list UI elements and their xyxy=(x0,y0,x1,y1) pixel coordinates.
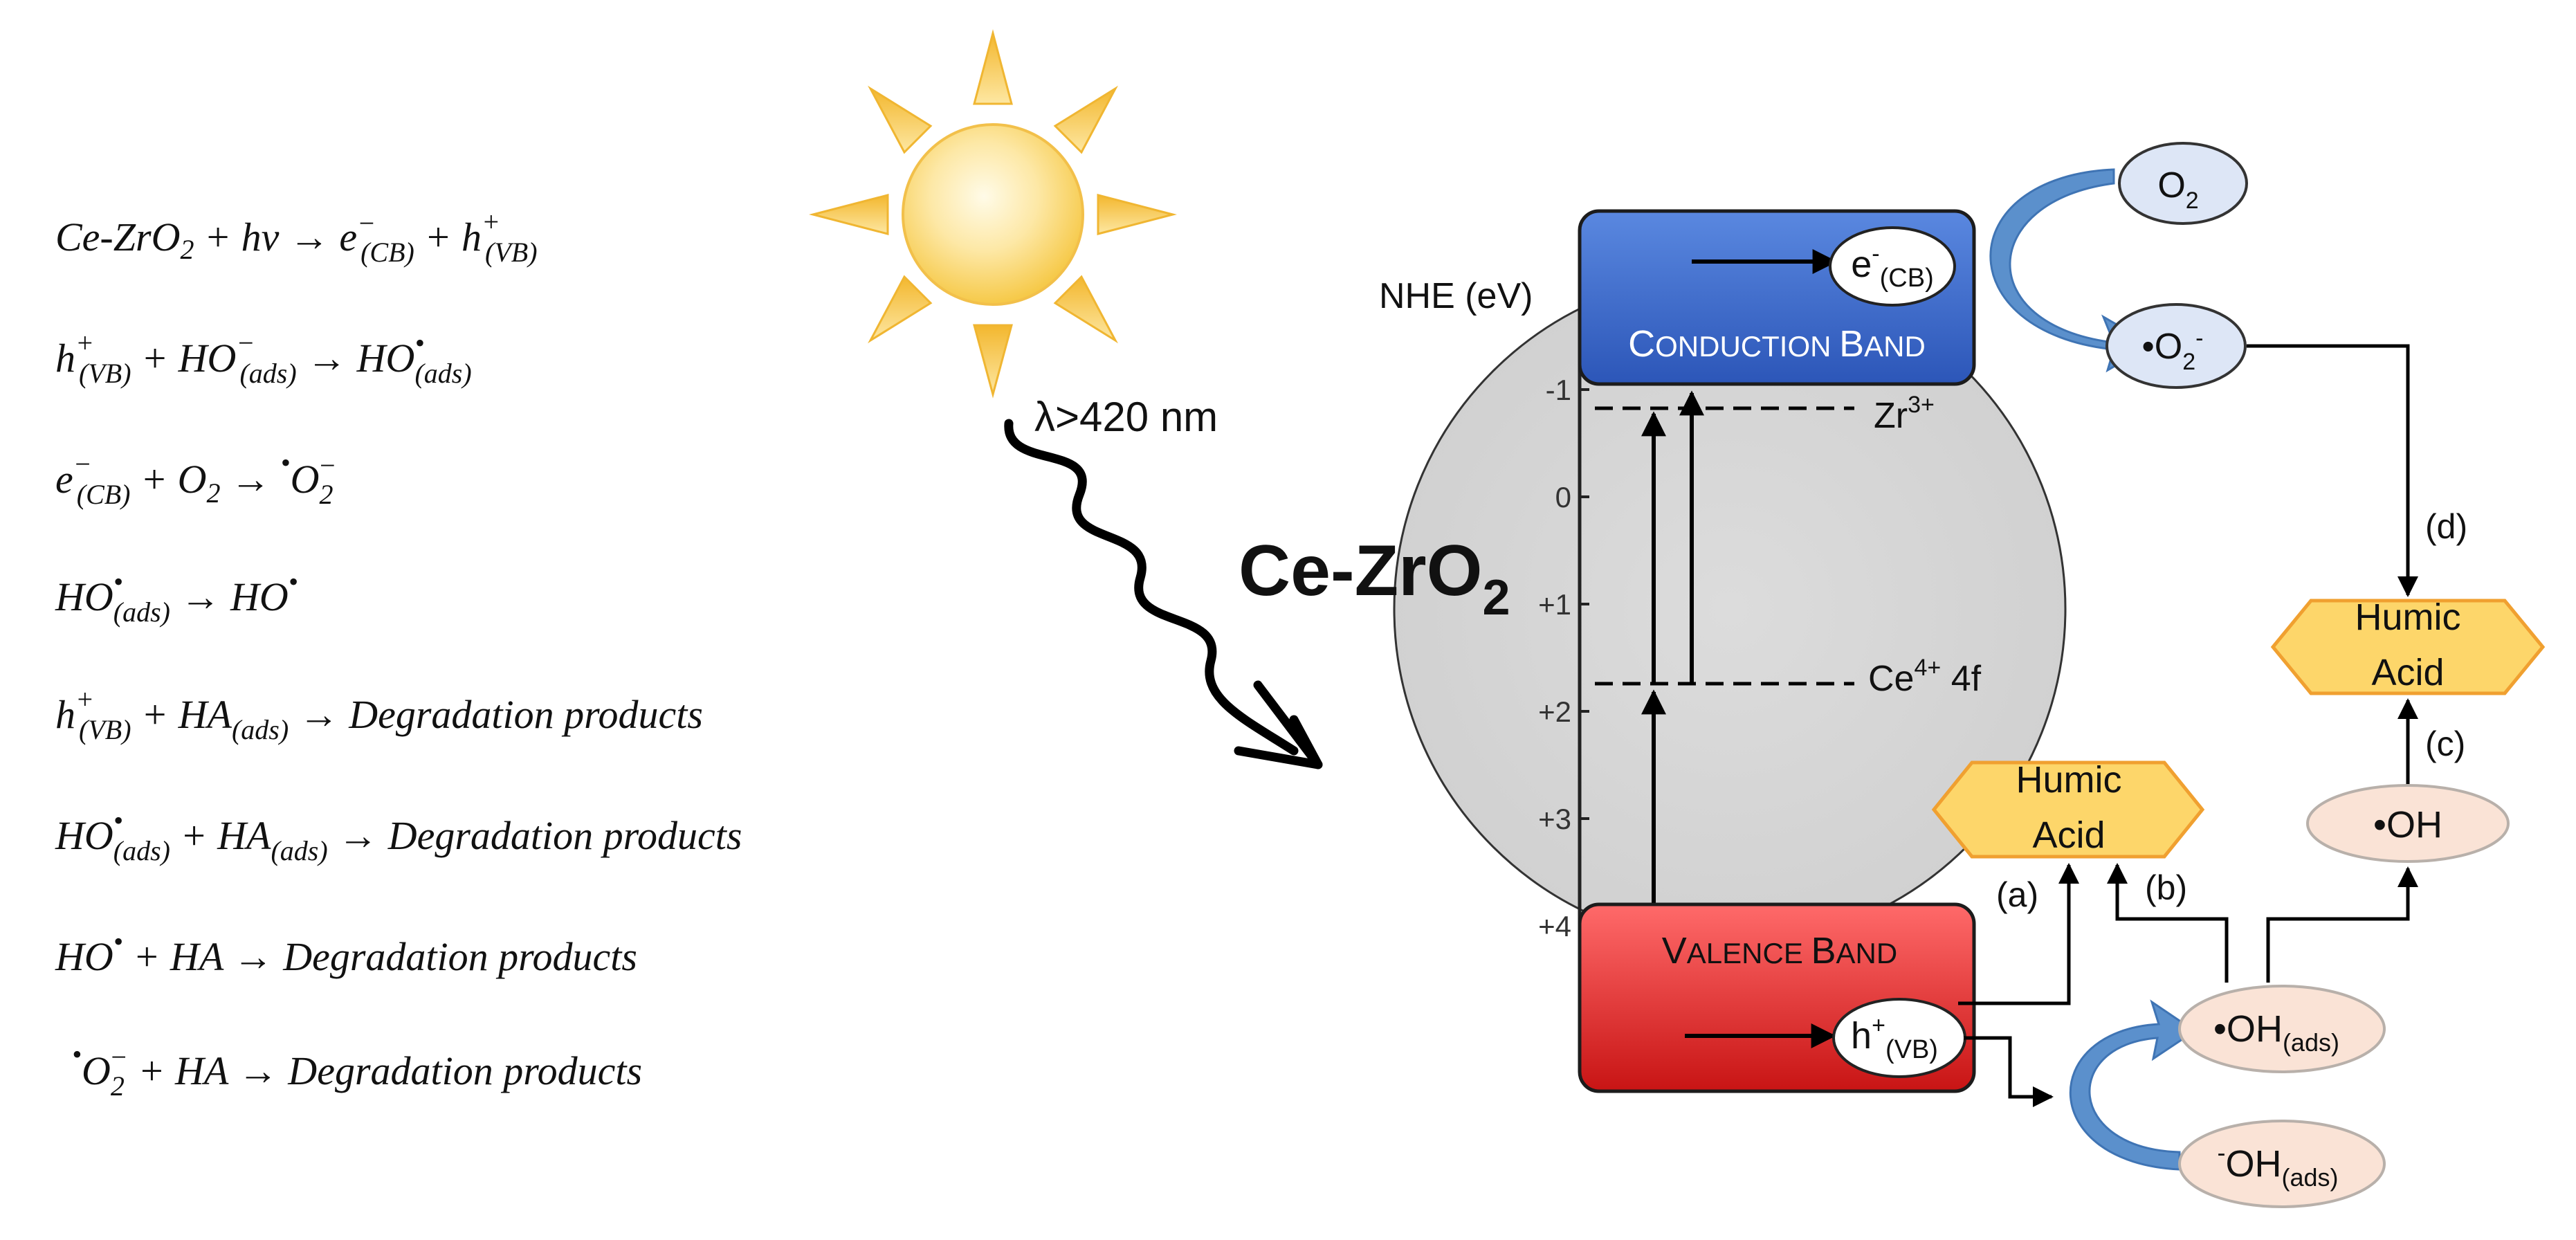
equation-4: HO•(ads) → HO• xyxy=(55,566,298,628)
nhe-axis: NHE (eV) -1 0 +1 +2 +3 +4 xyxy=(1379,276,1589,1028)
equation-5: h+(VB) + HA(ads) → Degradation products xyxy=(55,684,703,745)
hydroxide-ads-node xyxy=(2178,1120,2386,1208)
humic-acid-node-1 xyxy=(1931,760,2205,859)
valence-band-label: VALENCE BAND xyxy=(1662,930,1897,972)
electron-label: e-(CB) xyxy=(1851,241,1933,293)
oh-radical-node xyxy=(2306,784,2510,863)
pathway-d-label: (d) xyxy=(2425,507,2467,546)
oh-desorption-arrow xyxy=(2266,866,2418,983)
zr-level-label: Zr3+ xyxy=(1874,392,1935,436)
pathway-a-arrow xyxy=(1958,863,2079,1005)
sun-icon xyxy=(809,29,1177,399)
hole-label: h+(VB) xyxy=(1851,1012,1938,1064)
equation-2: h+(VB) + HO−(ads) → HO•(ads) xyxy=(55,327,472,389)
electron-node xyxy=(1829,226,1956,307)
superoxide-node xyxy=(2105,303,2247,389)
equation-list: Ce-ZrO2 + hν → e−(CB) + h+(VB) h+(VB) + … xyxy=(55,206,742,1102)
o2-node xyxy=(2118,142,2248,225)
oh-ads-label: •OH(ads) xyxy=(2213,1008,2339,1057)
pathway-b-label: (b) xyxy=(2145,868,2187,907)
valence-band: VALENCE BAND h+(VB) xyxy=(1578,902,1976,1093)
axis-tick-label: +4 xyxy=(1538,910,1571,942)
equation-3: e−(CB) + O2 → •O2− xyxy=(55,447,336,510)
equation-6: HO•(ads) + HA(ads) → Degradation product… xyxy=(55,805,742,866)
axis-tick-label: +1 xyxy=(1538,588,1571,621)
humic-acid-1-line2: Acid xyxy=(2032,814,2105,856)
hydroxide-oxidation-curve-arrow xyxy=(2070,999,2197,1171)
excitation-arrows xyxy=(1641,390,1704,903)
conduction-band-label: CONDUCTION BAND xyxy=(1628,323,1926,365)
humic-acid-node-2 xyxy=(2270,599,2546,695)
wavelength-label: λ>420 nm xyxy=(1034,394,1218,440)
axis-tick-label: -1 xyxy=(1546,374,1571,406)
humic-acid-1-line1: Humic xyxy=(2016,759,2121,801)
pathway-a-label: (a) xyxy=(1996,875,2038,914)
pathway-c-label: (c) xyxy=(2425,724,2465,763)
axis-tick-label: +2 xyxy=(1538,695,1571,728)
humic-acid-2-line2: Acid xyxy=(2371,652,2444,693)
equation-7: HO• + HA → Degradation products xyxy=(55,926,637,979)
humic-acid-2-line1: Humic xyxy=(2355,596,2460,638)
o2-label: O2 xyxy=(2157,165,2198,214)
equation-1: Ce-ZrO2 + hν → e−(CB) + h+(VB) xyxy=(55,206,538,268)
hole-oxidation-connector xyxy=(1964,1036,2054,1107)
axis-tick-label: +3 xyxy=(1538,803,1571,835)
pathway-b-arrow xyxy=(2107,863,2229,983)
hydroxide-ads-label: -OH(ads) xyxy=(2217,1138,2338,1192)
oh-ads-node xyxy=(2178,985,2386,1073)
superoxide-label: •O2- xyxy=(2142,325,2204,375)
ce-level-label: Ce4+ 4f xyxy=(1868,655,1982,699)
catalyst-label: Ce-ZrO2 xyxy=(1239,531,1510,626)
conduction-band: CONDUCTION BAND e-(CB) xyxy=(1578,209,1976,386)
axis-tick-label: 0 xyxy=(1555,481,1571,513)
pathway-d-arrow xyxy=(2247,344,2418,597)
equation-8: •O2− + HA → Degradation products xyxy=(72,1039,642,1102)
light-wave-arrow xyxy=(1004,419,1323,769)
axis-title: NHE (eV) xyxy=(1379,276,1533,316)
oh-radical-label: •OH xyxy=(2373,804,2442,846)
